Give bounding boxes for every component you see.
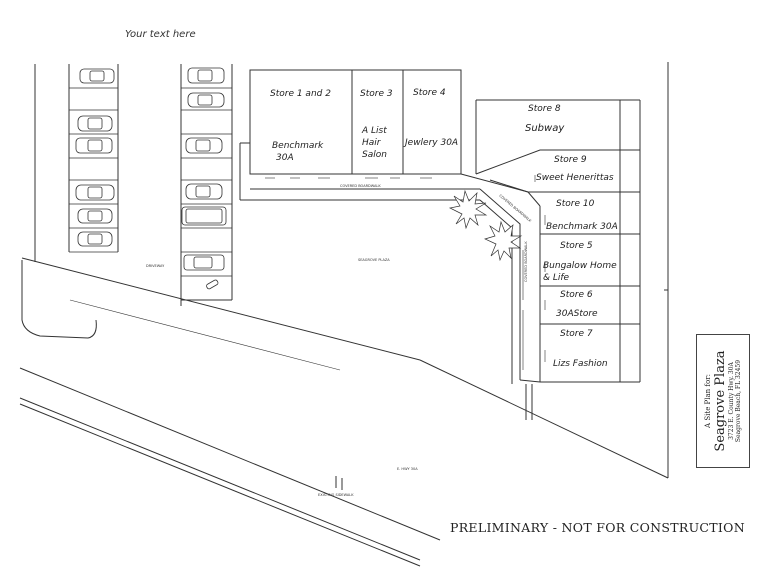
title-block: A Site Plan for: Seagrove Plaza 3723 E. …	[696, 334, 750, 468]
store-7-label: Store 7	[560, 329, 593, 339]
car-icon	[79, 68, 115, 84]
median-line	[69, 299, 341, 371]
parked-cars	[75, 67, 227, 290]
store-4-label: Store 4	[413, 88, 446, 98]
store-3-label: Store 3	[360, 89, 393, 99]
store-5-label: Store 5	[560, 241, 593, 251]
curb-outline	[21, 260, 97, 339]
store-10-label: Store 10	[556, 199, 595, 209]
store-5-tenant-line2: & Life	[543, 273, 570, 283]
store-6-tenant: 30AStore	[556, 309, 598, 319]
boardwalk-corner-rail	[479, 199, 513, 384]
highway-edge-south	[19, 367, 441, 541]
title-block-subtitle: A Site Plan for:	[704, 374, 712, 428]
sidewalk-line-2	[19, 403, 421, 567]
boardwalk-corner-outer	[479, 188, 521, 380]
car-icon	[185, 183, 223, 200]
building-right-block	[476, 99, 621, 383]
store-9-label: Store 9	[554, 155, 587, 165]
highway-edge-north-east	[419, 359, 669, 479]
store-8-tenant: Subway	[525, 123, 565, 134]
storefront-windows	[265, 175, 546, 370]
store-7-tenant: Lizs Fashion	[553, 359, 608, 369]
store-10-tenant: Benchmark 30A	[546, 222, 618, 232]
store-1-2-tenant-line1: Benchmark	[272, 141, 324, 151]
boardwalk-end	[519, 379, 541, 383]
highway-label: E. HWY 30A	[397, 467, 418, 471]
car-icon	[77, 231, 113, 247]
corner-step	[527, 191, 541, 207]
preliminary-notice: PRELIMINARY - NOT FOR CONSTRUCTION	[450, 520, 745, 535]
boardwalk-side-label: COVERED BOARDWALK	[524, 241, 528, 282]
car-icon	[183, 254, 225, 271]
car-icon	[181, 206, 227, 226]
palm-tree-icon	[484, 220, 523, 262]
title-block-text: A Site Plan for: Seagrove Plaza 3723 E. …	[704, 338, 742, 464]
title-block-title: Seagrove Plaza	[713, 350, 728, 452]
car-icon	[187, 92, 225, 108]
store8-9-divider	[475, 149, 640, 175]
store-4-tenant: Jewlery 30A	[403, 138, 458, 148]
store-5-tenant-line1: Bungalow Home	[543, 261, 617, 271]
header-note: Your text here	[125, 29, 196, 40]
plaza-label: SEAGROVE PLAZA	[358, 258, 390, 262]
car-icon	[206, 279, 219, 290]
car-icon	[185, 137, 223, 154]
boardwalk-corner-label: COVERED BOARDWALK	[498, 194, 532, 224]
driveway-label: DRIVEWAY	[146, 264, 165, 268]
car-icon	[77, 208, 113, 224]
ramp	[525, 384, 533, 420]
title-block-address-2: Seagrove Beach, FL 32459	[735, 359, 742, 443]
store-8-label: Store 8	[528, 104, 561, 114]
store-3-tenant-line1: A List	[361, 126, 387, 136]
sidewalk-line-1	[19, 397, 421, 561]
parking-stall-lines	[69, 87, 232, 277]
sidewalk-label: EXISTING SIDEWALK	[318, 493, 354, 497]
palm-tree-icon	[448, 189, 488, 230]
store-9-tenant: Sweet Henerittas	[536, 173, 614, 183]
corner-wall	[460, 173, 529, 193]
car-icon	[75, 137, 113, 154]
store-1-2-tenant-line2: 30A	[276, 153, 294, 163]
title-block-address-1: 3723 E. County Hwy. 30A	[728, 362, 735, 440]
car-icon	[75, 184, 115, 201]
boardwalk-top-label: COVERED BOARDWALK	[340, 184, 381, 188]
store-6-label: Store 6	[560, 290, 593, 300]
highway-edge-north	[21, 257, 421, 361]
car-icon	[77, 115, 113, 132]
store-1-2-label: Store 1 and 2	[270, 89, 331, 99]
store-3-tenant-line3: Salon	[362, 150, 387, 160]
store-3-tenant-line2: Hair	[362, 138, 382, 148]
car-icon	[187, 67, 225, 84]
